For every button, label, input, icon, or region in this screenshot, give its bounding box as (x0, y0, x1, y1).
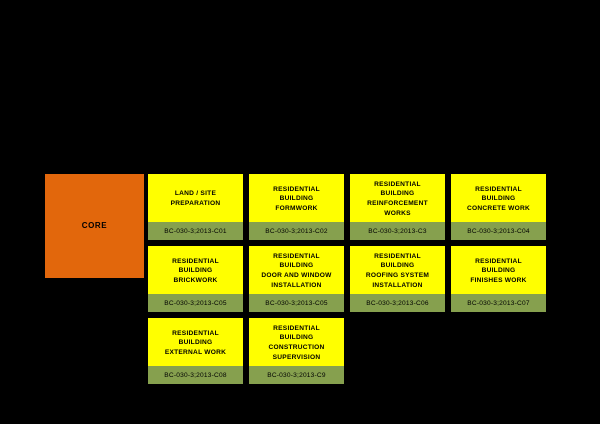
wbs-node-code: BC-030-3;2013-C04 (451, 222, 546, 240)
wbs-node-title: RESIDENTIAL BUILDING EXTERNAL WORK (164, 329, 227, 356)
wbs-node[interactable]: LAND / SITE PREPARATION BC-030-3;2013-C0… (148, 174, 243, 240)
wbs-node-code: BC-030-3;2013-C06 (350, 294, 445, 312)
wbs-node-code: BC-030-3;2013-C9 (249, 366, 344, 384)
wbs-node[interactable]: RESIDENTIAL BUILDING FORMWORK BC-030-3;2… (249, 174, 344, 240)
wbs-node[interactable]: RESIDENTIAL BUILDING EXTERNAL WORK BC-03… (148, 318, 243, 384)
wbs-node-title: RESIDENTIAL BUILDING REINFORCEMENT WORKS (367, 180, 428, 217)
wbs-node[interactable]: RESIDENTIAL BUILDING CONSTRUCTION SUPERV… (249, 318, 344, 384)
wbs-node-code: BC-030-3;2013-C05 (249, 294, 344, 312)
wbs-node-code: BC-030-3;2013-C02 (249, 222, 344, 240)
wbs-node-code: BC-030-3;2013-C3 (350, 222, 445, 240)
wbs-node-title: RESIDENTIAL BUILDING FINISHES WORK (470, 257, 527, 284)
core-node[interactable]: CORE (45, 174, 144, 278)
wbs-node-code: BC-030-3;2013-C07 (451, 294, 546, 312)
wbs-node[interactable]: RESIDENTIAL BUILDING DOOR AND WINDOW INS… (249, 246, 344, 312)
wbs-node-title: RESIDENTIAL BUILDING CONSTRUCTION SUPERV… (268, 324, 325, 361)
wbs-node[interactable]: RESIDENTIAL BUILDING REINFORCEMENT WORKS… (350, 174, 445, 240)
wbs-node-code: BC-030-3;2013-C01 (148, 222, 243, 240)
wbs-node-grid: LAND / SITE PREPARATION BC-030-3;2013-C0… (148, 174, 548, 384)
wbs-node-title: RESIDENTIAL BUILDING CONCRETE WORK (467, 185, 530, 212)
wbs-node-title: RESIDENTIAL BUILDING FORMWORK (273, 185, 320, 212)
wbs-node-code: BC-030-3;2013-C08 (148, 366, 243, 384)
wbs-node[interactable]: RESIDENTIAL BUILDING CONCRETE WORK BC-03… (451, 174, 546, 240)
wbs-node-code: BC-030-3;2013-C05 (148, 294, 243, 312)
wbs-node-title: LAND / SITE PREPARATION (170, 190, 221, 207)
wbs-node[interactable]: RESIDENTIAL BUILDING FINISHES WORK BC-03… (451, 246, 546, 312)
wbs-node-title: RESIDENTIAL BUILDING ROOFING SYSTEM INST… (365, 252, 430, 289)
wbs-node[interactable]: RESIDENTIAL BUILDING BRICKWORK BC-030-3;… (148, 246, 243, 312)
wbs-node-title: RESIDENTIAL BUILDING DOOR AND WINDOW INS… (261, 252, 332, 289)
wbs-node[interactable]: RESIDENTIAL BUILDING ROOFING SYSTEM INST… (350, 246, 445, 312)
core-node-label: CORE (81, 221, 108, 231)
wbs-node-title: RESIDENTIAL BUILDING BRICKWORK (172, 257, 219, 284)
